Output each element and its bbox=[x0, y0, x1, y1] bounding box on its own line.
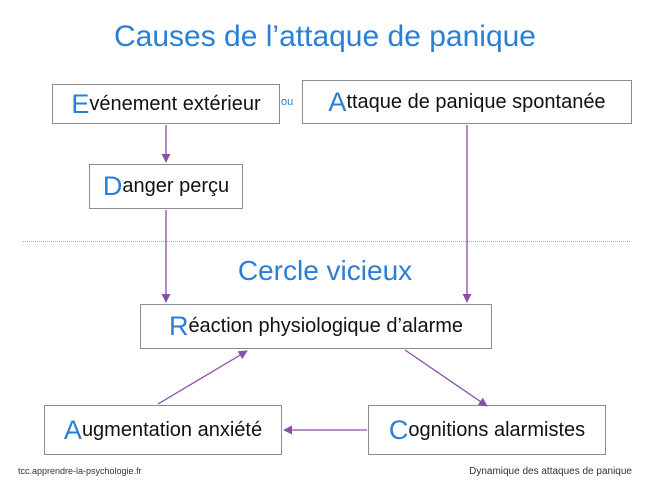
box-label: éaction physiologique d’alarme bbox=[188, 315, 464, 337]
arrow-reaction-to-cognitions bbox=[404, 349, 488, 407]
slide-title: Causes de l’attaque de panique bbox=[114, 20, 536, 53]
box-initial: A bbox=[63, 414, 82, 445]
section-divider bbox=[23, 241, 630, 242]
footer-source: tcc.apprendre-la-psychologie.fr bbox=[18, 466, 142, 476]
box-label: ugmentation anxiété bbox=[81, 418, 263, 441]
box-initial: C bbox=[388, 414, 409, 445]
footer-slide-title: Dynamique des attaques de panique bbox=[469, 466, 632, 477]
box-label: ttaque de panique spontanée bbox=[346, 90, 606, 113]
box-initial: R bbox=[168, 311, 189, 341]
or-connector: ou bbox=[281, 96, 294, 108]
box-initial: D bbox=[102, 171, 123, 201]
box-label: ognitions alarmistes bbox=[408, 418, 586, 441]
box-initial: E bbox=[71, 88, 90, 119]
section-title: Cercle vicieux bbox=[237, 255, 413, 286]
arrow-augmentation-to-reaction bbox=[157, 350, 248, 405]
box-label: anger perçu bbox=[122, 175, 230, 197]
box-initial: A bbox=[328, 86, 347, 117]
box-label: vénement extérieur bbox=[89, 92, 261, 115]
